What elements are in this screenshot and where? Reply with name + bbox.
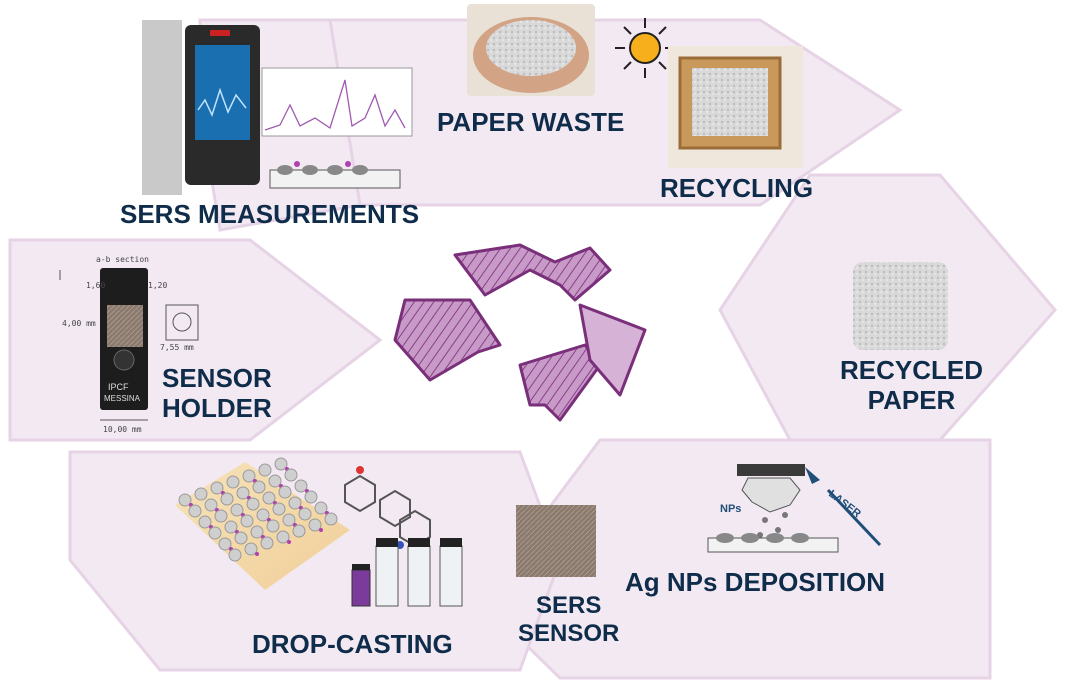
nanoparticle	[282, 513, 296, 527]
nanoparticle	[266, 519, 280, 533]
label-sensor-holder-line2: HOLDER	[162, 392, 272, 423]
nanoparticle-grid	[178, 457, 338, 562]
nanoparticle	[250, 525, 264, 539]
nanoparticle	[304, 490, 318, 504]
paper-waste-photo	[467, 4, 595, 96]
nanoparticle	[268, 474, 282, 488]
nanoparticle	[324, 512, 338, 526]
vials	[351, 538, 463, 607]
nanoparticle	[210, 481, 224, 495]
spectrum-plot	[261, 67, 413, 189]
laser-arrow-icon	[826, 488, 882, 547]
sun-icon	[615, 18, 675, 78]
label-sers-measurements: SERS MEASUREMENTS	[120, 199, 420, 229]
label-recycled-paper: RECYCLED PAPER	[840, 355, 984, 416]
nanoparticle	[292, 524, 306, 538]
recycle-icon	[393, 243, 647, 422]
nanoparticle	[198, 515, 212, 529]
nanoparticle	[208, 526, 222, 540]
dim-top-left: 1,60	[86, 281, 105, 290]
nanoparticle	[276, 530, 290, 544]
nanoparticle	[230, 503, 244, 517]
nanoparticle	[288, 496, 302, 510]
nanoparticle	[178, 493, 192, 507]
dim-width: 10,00 mm	[103, 425, 142, 434]
nanoparticle	[294, 479, 308, 493]
nanoparticle	[262, 491, 276, 505]
nanoparticle	[242, 469, 256, 483]
label-deposition: Ag NPs DEPOSITION	[625, 567, 886, 597]
sensor-holder-drawing: a-b section 1,60 1,20 4,00 mm 7,55 mm 10…	[59, 255, 199, 434]
label-sensor-holder: SENSOR HOLDER	[162, 363, 272, 424]
label-sensor-holder-line1: SENSOR	[162, 363, 272, 393]
nanoparticle	[256, 508, 270, 522]
label-drop-casting: DROP-CASTING	[252, 629, 453, 659]
nanoparticle	[240, 514, 254, 528]
nanoparticle	[260, 536, 274, 550]
label-sers-sensor-line2: SENSOR	[518, 619, 620, 647]
sers-instrument-photo	[142, 20, 260, 195]
nanoparticle	[314, 501, 328, 515]
analyte-dot	[255, 552, 259, 556]
nanoparticle	[252, 480, 266, 494]
nanoparticle	[214, 509, 228, 523]
holder-logo-line2: MESSINA	[104, 394, 141, 403]
nanoparticle	[194, 487, 208, 501]
nanoparticle	[218, 537, 232, 551]
label-recycled-paper-line2: PAPER	[867, 384, 956, 415]
dim-height: 4,00 mm	[62, 319, 96, 328]
label-sers-sensor: SERS SENSOR	[518, 592, 619, 647]
nanoparticle	[272, 502, 286, 516]
nanoparticle	[188, 504, 202, 518]
nanoparticle	[244, 542, 258, 556]
nanoparticle	[308, 518, 322, 532]
analyte-dot	[287, 540, 291, 544]
nanoparticle	[228, 548, 242, 562]
dim-top-right: 1,20	[148, 281, 167, 290]
sers-sensor-photo	[516, 505, 596, 577]
nanoparticle	[226, 475, 240, 489]
dim-hole: 7,55 mm	[160, 343, 194, 352]
nanoparticle	[284, 468, 298, 482]
nps-label: NPs	[720, 503, 741, 515]
holder-logo-line1: IPCF	[108, 382, 129, 392]
nanoparticle	[236, 486, 250, 500]
nanoparticle	[246, 497, 260, 511]
label-recycled-paper-line1: RECYCLED	[840, 355, 984, 385]
label-recycling: RECYCLING	[660, 173, 814, 203]
recycled-paper-photo	[853, 262, 948, 350]
recycling-frame-photo	[668, 46, 803, 168]
nanoparticle	[278, 485, 292, 499]
nanoparticle	[258, 463, 272, 477]
label-sers-sensor-line1: SERS	[536, 592, 602, 619]
nanoparticle	[234, 531, 248, 545]
analyte-dot	[319, 528, 323, 532]
nanoparticle	[204, 498, 218, 512]
nanoparticle	[220, 492, 234, 506]
section-label: a-b section	[96, 255, 149, 264]
nanoparticle	[274, 457, 288, 471]
molecule-icon	[344, 466, 431, 549]
nanoparticle	[224, 520, 238, 534]
nanoparticle	[298, 507, 312, 521]
label-paper-waste: PAPER WASTE	[437, 107, 625, 137]
drop-casting-illustration	[175, 457, 463, 607]
